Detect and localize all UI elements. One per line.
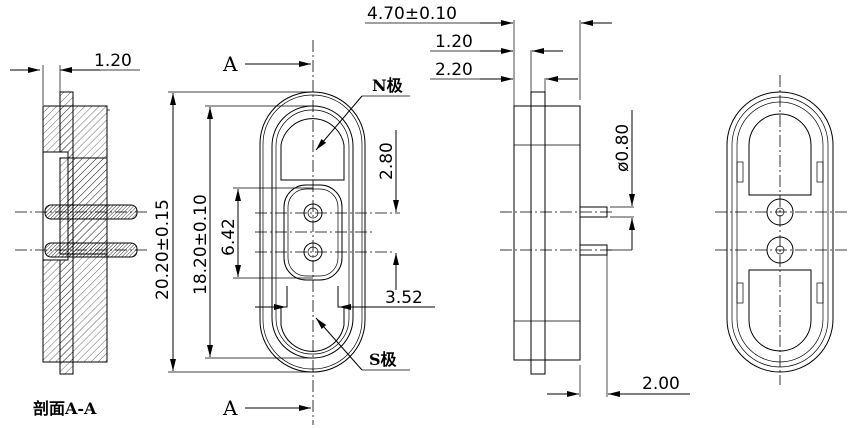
dim-pin-length: 2.00 [642,374,680,394]
label-n-pole: N极 [372,76,404,95]
section-view: 1.20 剖面A-A [10,51,150,418]
dim-total-depth: 4.70±0.10 [367,4,457,24]
section-marker-bottom: A [222,396,238,420]
section-label: 剖面A-A [33,399,97,418]
dim-front: 2.20 [435,60,473,80]
dim-overall-height: 20.20±0.15 [153,199,173,300]
label-s-pole: S极 [369,350,398,369]
side-view: 4.70±0.10 1.20 2.20 ø0.80 2.00 [365,4,690,397]
dim-inner-height: 18.20±0.10 [191,194,211,295]
dim-pin-pitch: 6.42 [219,218,239,256]
dim-side-flange: 1.20 [435,32,473,52]
section-marker-top: A [222,52,238,76]
dim-pin-offset: 2.80 [377,142,397,180]
section-flange-dim: 1.20 [94,51,132,71]
back-view [715,75,850,385]
dim-slot: 3.52 [385,288,423,308]
front-view: A A 20.20±0.15 18.20±0.10 6.42 [153,40,435,425]
dim-pin-diameter: ø0.80 [613,124,633,172]
